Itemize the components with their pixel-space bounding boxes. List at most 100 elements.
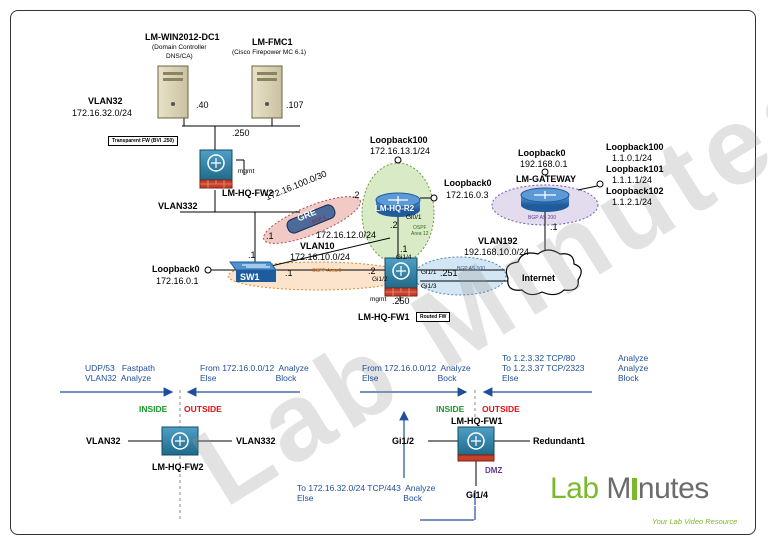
server-dc1-name: LM-WIN2012-DC1: [145, 32, 220, 42]
r2-name: LM-HQ-R2: [375, 204, 415, 213]
loopback-r2-icon: [430, 194, 438, 202]
fw1-policy-right-actions: Analyze Analyze Block: [618, 353, 649, 384]
ospf-area0-label: OSPF Area 0: [312, 268, 342, 274]
vlan32-name: VLAN32: [88, 96, 123, 106]
brand-name-part3: nutes: [637, 472, 709, 505]
fw1-policy-left-if: Gi1/2: [392, 436, 415, 446]
fw2-policy-right-if: VLAN332: [236, 436, 276, 446]
fw2-name: LM-HQ-FW2: [222, 188, 274, 198]
gw-loopback0-name: Loopback0: [518, 148, 566, 158]
brand-name-part1: Lab: [550, 472, 599, 505]
fw2-mgmt: mgmt: [238, 168, 255, 175]
fw1-policy-right-if: Redundant1: [533, 436, 586, 446]
firewall-fw1-icon: [384, 257, 418, 297]
sw1-loopback-name: Loopback0: [152, 264, 200, 274]
gre-ip-left: .1: [266, 231, 274, 241]
internet-cloud-icon: [505, 249, 582, 296]
gre-ip-right: .2: [352, 190, 360, 200]
bgp-as100-label: BGP AS 100: [457, 266, 485, 272]
policy-arrows: [60, 387, 592, 521]
loopback-sw1-icon: [204, 266, 212, 274]
fw1-mgmt: mgmt: [370, 296, 387, 303]
gw-loopback100-ip: 1.1.0.1/24: [612, 153, 653, 163]
gw-loopback102-name: Loopback102: [606, 186, 664, 196]
fw1-name: LM-HQ-FW1: [358, 312, 410, 322]
brand-i-bar: [631, 478, 637, 500]
r2-loopback100-name: Loopback100: [370, 135, 428, 145]
router-r2-icon: [375, 192, 421, 217]
fw2-policy-left-if: VLAN32: [86, 436, 121, 446]
internet-label: Internet: [522, 273, 556, 283]
r2-area12-label: Area 12: [411, 231, 429, 237]
links: [180, 118, 546, 302]
server-dc1-icon: [157, 65, 189, 119]
firewall-fw2-icon: [199, 149, 233, 189]
fw1-gi11: Gi1/1: [421, 269, 437, 276]
fw1-policy-left: From 172.16.0.0/12 Analyze Else Bock: [362, 363, 471, 384]
server-fmc1-name: LM-FMC1: [252, 37, 293, 47]
server-dc1-ip: .40: [196, 100, 209, 110]
sw1-loopback-ip: 172.16.0.1: [156, 276, 199, 286]
brand-name-part2: M: [606, 472, 631, 505]
r2-ip-top: .2: [390, 220, 398, 230]
fw2-bvi-ip: .250: [232, 128, 250, 138]
switch-sw1-icon: [229, 261, 277, 282]
fw2-inside: INSIDE: [139, 404, 168, 414]
fw2-tag: Transparent FW (BVI .250): [108, 136, 178, 146]
server-fmc1-icon: [251, 65, 283, 119]
bgp-as100-region: [413, 256, 507, 296]
sw1-ip-right: .1: [285, 268, 293, 278]
server-dc1-desc1: (Domain Controller: [152, 44, 207, 51]
r2-loopback0-ip: 172.16.0.3: [446, 190, 489, 200]
server-fmc1-desc: (Cisco Firepower MC 6.1): [232, 49, 307, 56]
gw-loopback101-name: Loopback101: [606, 164, 664, 174]
router-gateway-icon: [520, 187, 570, 212]
fw1-gi12: Gi1/2: [372, 276, 388, 283]
fw1-policy-bottom: To 172.16.32.0/24 TCP/443 Analyze Else B…: [297, 483, 436, 504]
fw1-gi14: Gi1/4: [396, 254, 412, 261]
vlan32-subnet: 172.16.32.0/24: [72, 108, 133, 118]
fw1-inside: INSIDE: [436, 404, 465, 414]
brand-tagline: Your Lab Video Resource: [652, 517, 738, 526]
policy-fw2-icon: [161, 426, 199, 456]
fw1-policy-dmz: DMZ: [485, 466, 503, 475]
vlan192-name: VLAN192: [478, 236, 518, 246]
fw1-gi13: Gi1/3: [421, 283, 437, 290]
r2-ospf-label: OSPF: [413, 225, 427, 231]
loopback-gw-right-icon: [596, 180, 604, 188]
vlan10-name: VLAN10: [300, 241, 335, 251]
gre-subnet2: 172.16.12.0/24: [316, 230, 377, 240]
bgp-as200-label: BGP AS 200: [528, 215, 556, 221]
gateway-name: LM-GATEWAY: [516, 174, 576, 184]
sw1-ip: .1: [248, 250, 256, 260]
fw2-outside: OUTSIDE: [184, 404, 222, 414]
gw-loopback100-name: Loopback100: [606, 142, 664, 152]
fw2-policy-right: From 172.16.0.0/12 Analyze Else Block: [200, 363, 309, 384]
vlan10-subnet: 172.16.10.0/24: [290, 252, 351, 262]
r2-ip-bottom: .1: [400, 244, 408, 254]
gw-loopback0-ip: 192.168.0.1: [520, 159, 568, 169]
loopback-r2-top-icon: [394, 156, 402, 164]
fw2-policy-name: LM-HQ-FW2: [152, 462, 204, 472]
vlan332-name: VLAN332: [158, 201, 198, 211]
server-fmc1-ip: .107: [286, 100, 304, 110]
loopback-gw-icon: [541, 168, 549, 176]
fw1-policy-right: To 1.2.3.32 TCP/80 To 1.2.3.37 TCP/2323 …: [502, 353, 585, 384]
fw2-policy-left: UDP/53 Fastpath VLAN32 Analyze: [85, 363, 155, 384]
policy-fw1-icon: [457, 426, 495, 462]
fw1-policy-name: LM-HQ-FW1: [451, 416, 503, 426]
fw1-outside: OUTSIDE: [482, 404, 520, 414]
r2-loopback100-ip: 172.16.13.1/24: [370, 146, 431, 156]
fw1-policy-bottom-if: Gi1/4: [466, 490, 489, 500]
gw-loopback102-ip: 1.1.2.1/24: [612, 197, 653, 207]
gw-ip: .1: [550, 222, 558, 232]
vlan192-subnet: 192.168.10.0/24: [464, 247, 530, 257]
gre-tunnel-icon: [286, 204, 336, 234]
sw1-name: SW1: [240, 272, 260, 282]
r2-loopback0-name: Loopback0: [444, 178, 492, 188]
policy-links: [128, 440, 530, 486]
gw-loopback101-ip: 1.1.1.1/24: [612, 175, 653, 185]
server-dc1-desc2: DNS/CA): [166, 53, 193, 60]
